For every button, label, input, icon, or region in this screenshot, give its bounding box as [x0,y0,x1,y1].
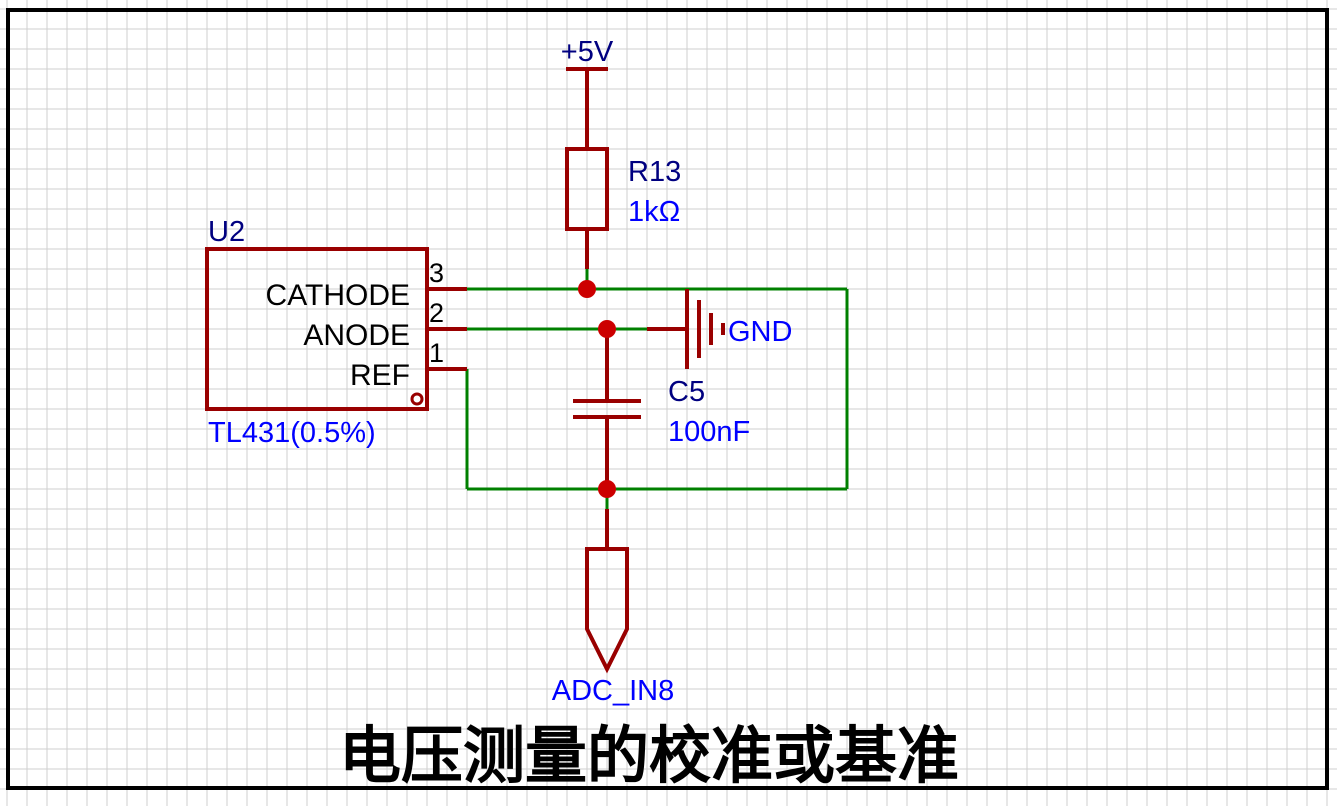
ic-pin-3-number: 3 [429,258,444,288]
port-adc-in8[interactable]: ADC_IN8 [552,509,675,707]
junction-dot [578,280,596,298]
ground-symbol[interactable]: GND [647,289,792,369]
port-body [585,547,629,674]
ic-u2-tl431[interactable]: 3 2 1 CATHODE ANODE REF U2 TL431(0.5%) [205,216,467,449]
power-symbol-5v[interactable]: +5V [561,36,614,109]
sheet-border [6,8,1329,790]
capacitor-ref: C5 [668,376,705,408]
ic-pin1-marker [410,392,424,406]
junctions [578,280,616,498]
page-title: 电压测量的校准或基准 [339,719,959,792]
resistor-r13[interactable]: R13 1kΩ [565,109,681,269]
ic-value: TL431(0.5%) [208,417,376,449]
ic-ref: U2 [208,216,245,248]
ground-label: GND [728,316,792,348]
ic-pin-ref-name: REF [350,359,410,392]
port-label: ADC_IN8 [552,675,675,707]
wires [465,269,849,509]
capacitor-c5[interactable]: C5 100nF [573,329,750,489]
ic-pin-anode-name: ANODE [303,319,410,352]
power-label: +5V [561,36,614,68]
junction-dot [598,320,616,338]
ic-pin-1-number: 1 [429,338,444,368]
resistor-ref: R13 [628,156,681,188]
ic-pin-2-number: 2 [429,298,444,328]
junction-dot [598,480,616,498]
capacitor-value: 100nF [668,416,750,448]
ic-pin-cathode-name: CATHODE [266,279,410,312]
resistor-value: 1kΩ [628,196,680,228]
